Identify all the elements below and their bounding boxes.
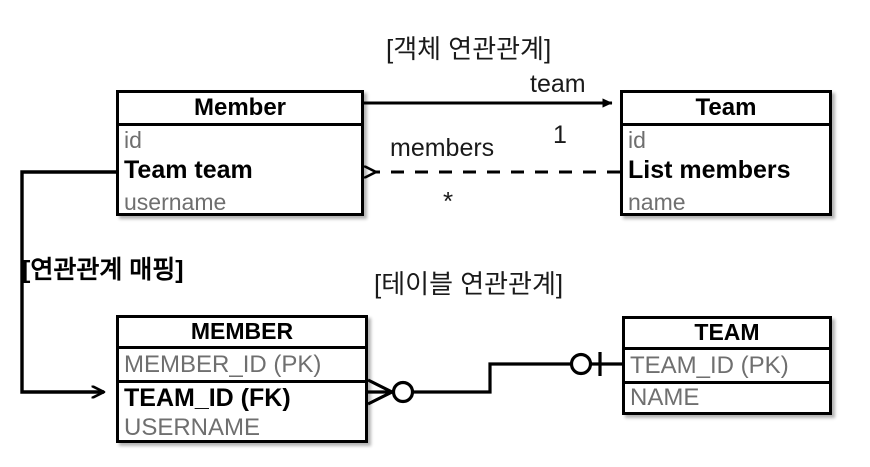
member-class-title: Member: [119, 93, 361, 126]
member-table-title: MEMBER: [119, 318, 365, 349]
team-table-column-team-id: TEAM_ID (PK): [625, 350, 829, 384]
table-relationship-connector: [367, 352, 622, 406]
member-table-column-member-id: MEMBER_ID (PK): [119, 349, 365, 383]
table-association-title: [테이블 연관관계]: [374, 269, 564, 299]
member-class-field-username: username: [124, 189, 227, 215]
team-table-box: TEAM TEAM_ID (PK) NAME: [622, 316, 832, 415]
team-class-field-members: List members: [628, 156, 791, 184]
member-table-column-username: USERNAME: [124, 415, 261, 441]
association-label-members: members: [390, 134, 495, 162]
multiplicity-many: *: [443, 186, 454, 216]
member-class-field-id: id: [124, 127, 142, 153]
association-label-team: team: [530, 70, 586, 98]
team-class-title: Team: [623, 93, 829, 126]
team-class-field-name: name: [628, 189, 686, 215]
multiplicity-one: 1: [553, 121, 567, 149]
member-class-box: Member id Team team username: [116, 90, 364, 216]
member-table-column-team-id: TEAM_ID (FK): [124, 384, 291, 412]
team-table-title: TEAM: [625, 319, 829, 350]
team-table-column-name: NAME: [630, 384, 700, 411]
association-mapping-label: [연관관계 매핑]: [22, 256, 184, 284]
object-association-title: [객체 연관관계]: [386, 34, 552, 64]
team-class-box: Team id List members name: [620, 90, 832, 216]
member-class-field-team: Team team: [124, 156, 253, 184]
team-class-field-id: id: [628, 127, 646, 153]
member-table-box: MEMBER MEMBER_ID (PK) TEAM_ID (FK) USERN…: [116, 315, 368, 443]
